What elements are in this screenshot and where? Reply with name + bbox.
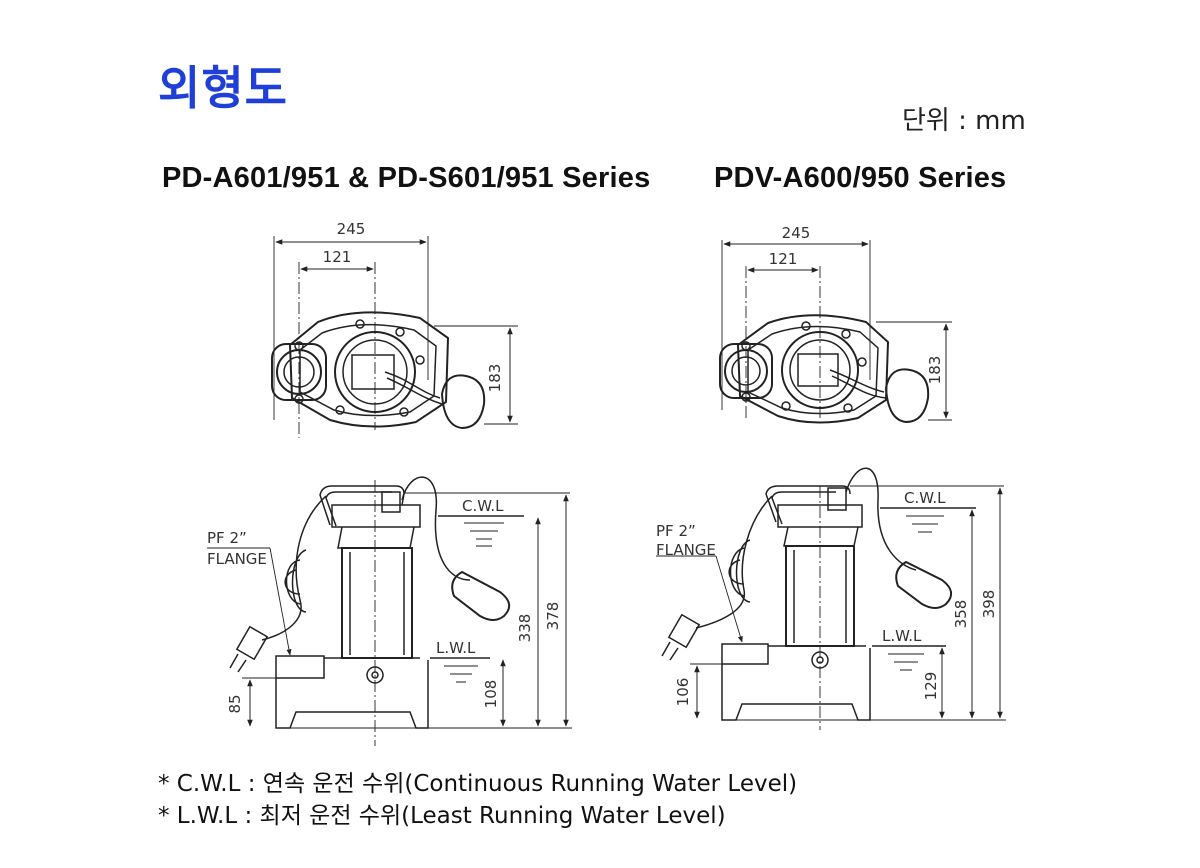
right-cwl-height-dim: 358 [952, 600, 970, 629]
left-lwl-label: L.W.L [436, 639, 476, 657]
right-offset-dim: 121 [769, 250, 798, 268]
right-total-height-dim: 398 [980, 590, 998, 619]
right-base-height-dim: 106 [674, 678, 692, 707]
unit-label: 단위 : mm [902, 106, 1026, 136]
right-depth-dim: 183 [926, 356, 944, 385]
left-cwl-height-dim: 338 [516, 614, 534, 643]
right-width-dim: 245 [782, 224, 811, 242]
note-cwl: * C.W.L : 연속 운전 수위(Continuous Running Wa… [158, 771, 798, 797]
right-flange-label-1: PF 2” [656, 522, 696, 540]
right-lwl-label: L.W.L [882, 627, 922, 645]
right-lwl-height-dim: 129 [922, 672, 940, 701]
left-lwl-height-dim: 108 [482, 680, 500, 709]
page-title: 외형도 [158, 61, 288, 115]
right-cwl-label: C.W.L [904, 489, 946, 507]
left-side-view [207, 476, 572, 746]
right-top-view [719, 240, 952, 424]
left-width-dim: 245 [337, 220, 366, 238]
series-title-right: PDV-A600/950 Series [714, 162, 1007, 194]
right-flange-label-2: FLANGE [656, 541, 716, 559]
left-total-height-dim: 378 [544, 602, 562, 631]
right-side-view [656, 467, 1006, 730]
left-offset-dim: 121 [323, 248, 352, 266]
left-cwl-label: C.W.L [462, 497, 504, 515]
left-flange-label-1: PF 2” [207, 529, 247, 547]
left-base-height-dim: 85 [226, 694, 244, 713]
left-flange-label-2: FLANGE [207, 550, 267, 568]
note-lwl: * L.W.L : 최저 운전 수위(Least Running Water L… [158, 803, 726, 829]
left-top-view [271, 236, 518, 438]
series-title-left: PD-A601/951 & PD-S601/951 Series [162, 162, 651, 194]
left-depth-dim: 183 [486, 364, 504, 393]
